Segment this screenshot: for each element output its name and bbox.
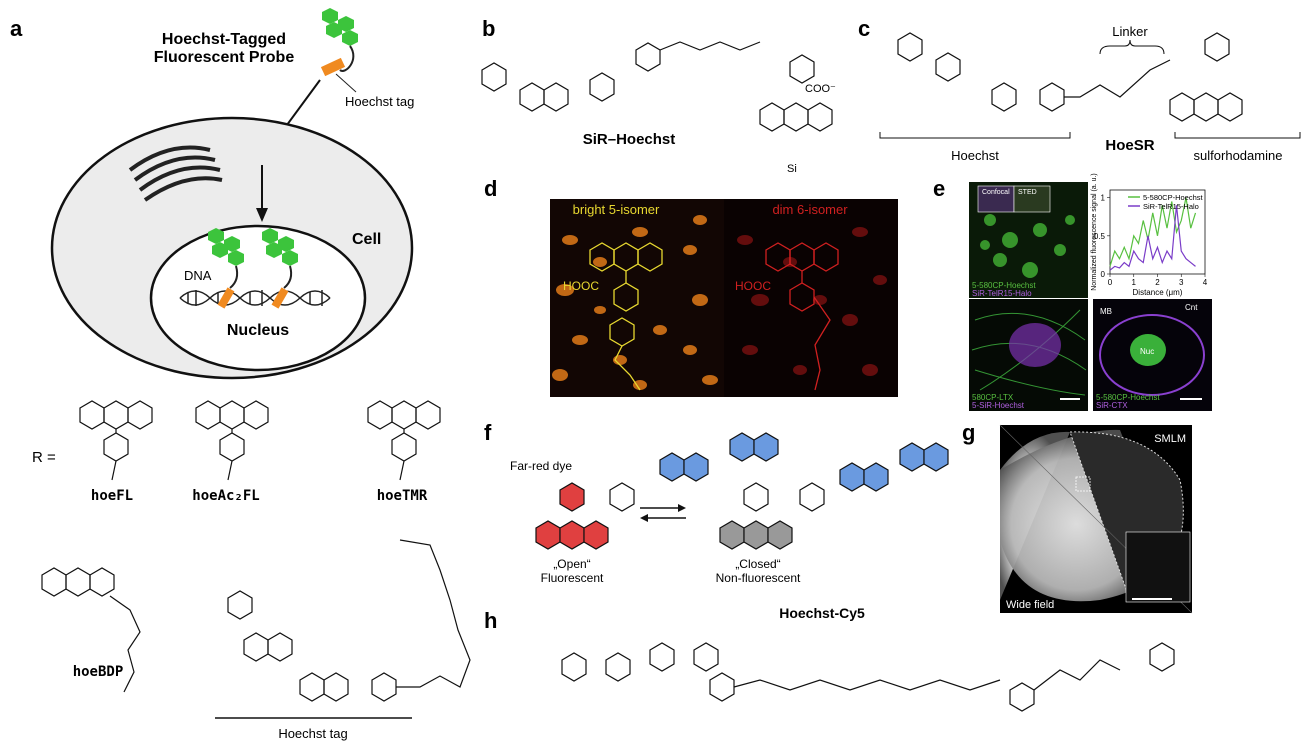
dim-cooh: HOOC bbox=[735, 279, 771, 293]
panel-e-letter: e bbox=[933, 176, 945, 201]
mb-label: MB bbox=[1100, 307, 1112, 316]
coo-label: COO⁻ bbox=[805, 83, 836, 95]
linker-label: Linker bbox=[1112, 24, 1148, 39]
panel-a-letter: a bbox=[10, 16, 23, 41]
x-tick-label: 4 bbox=[1203, 278, 1208, 287]
hoechst-tag-label: Hoechst tag bbox=[345, 94, 414, 109]
e1-cap-a: 5-580CP-Hoechst bbox=[972, 281, 1036, 290]
legend-label-1: 5-580CP-Hoechst bbox=[1143, 193, 1204, 202]
y-tick-label: 0.5 bbox=[1094, 232, 1106, 241]
e3-cap-b: 5-SiR-Hoechst bbox=[972, 401, 1025, 410]
hoesr-structure bbox=[897, 32, 1243, 122]
si-label: Si bbox=[787, 163, 797, 175]
sir-hoechst-name: SiR–Hoechst bbox=[583, 131, 676, 148]
y-tick-label: 1 bbox=[1101, 194, 1106, 203]
e4-nucleus bbox=[1130, 334, 1166, 366]
dim-nuclei bbox=[737, 227, 887, 376]
hoechst-tag-block bbox=[320, 57, 346, 77]
dye-hoetmr: hoeTMR bbox=[377, 488, 428, 504]
hoechst-label-c: Hoechst bbox=[951, 148, 999, 163]
e3-nucleus bbox=[1009, 323, 1061, 367]
cnt-label: Cnt bbox=[1185, 303, 1198, 312]
nonfluorescent-label: Non-fluorescent bbox=[716, 571, 801, 585]
hoefl-structure bbox=[79, 400, 153, 481]
hoechst-cy5-structure bbox=[561, 642, 1175, 712]
x-axis-label: Distance (μm) bbox=[1133, 288, 1183, 297]
series-line-2 bbox=[1109, 205, 1196, 271]
dna-helix bbox=[179, 290, 331, 306]
hoechst-cy5-name: Hoechst-Cy5 bbox=[779, 605, 865, 621]
confocal-label: Confocal bbox=[982, 189, 1010, 196]
fluorescent-label: Fluorescent bbox=[541, 571, 604, 585]
e4-cap-a: 5-580CP-Hoechst bbox=[1096, 393, 1160, 402]
e1-cap-b: SiR-TelR15-Halo bbox=[972, 289, 1032, 298]
x-tick-label: 1 bbox=[1132, 278, 1137, 287]
open-label: „Open“ bbox=[553, 557, 590, 571]
far-red-label: Far-red dye bbox=[510, 459, 572, 473]
panel-h-letter: h bbox=[484, 608, 497, 633]
panel-c-letter: c bbox=[858, 16, 870, 41]
dim-isomer-label: dim 6-isomer bbox=[772, 202, 848, 217]
widefield-label: Wide field bbox=[1006, 599, 1054, 611]
probe-hexagons-nucleus bbox=[208, 228, 298, 266]
open-structure bbox=[535, 432, 779, 550]
y-tick-label: 0 bbox=[1101, 270, 1106, 279]
e4-cortex bbox=[1099, 314, 1205, 396]
legend-label-2: SiR-TelR15-Halo bbox=[1143, 202, 1199, 211]
e-line-chart: 0 1 2 3 4 0 0.5 1 5-580CP-HoechstSiR-TelR15-Halo… bbox=[1091, 173, 1208, 297]
confocal-inset bbox=[977, 185, 1015, 213]
closed-structure bbox=[719, 442, 949, 550]
panel-f-letter: f bbox=[484, 420, 492, 445]
hoesr-name: HoeSR bbox=[1105, 137, 1154, 154]
x-tick-label: 3 bbox=[1179, 278, 1184, 287]
probe-linker bbox=[339, 45, 355, 72]
sted-inset bbox=[1013, 185, 1051, 213]
x-tick-label: 0 bbox=[1108, 278, 1113, 287]
e4-cap-b: SiR-CTX bbox=[1096, 401, 1128, 410]
panel-b-letter: b bbox=[482, 16, 495, 41]
hoetmr-structure bbox=[367, 400, 441, 481]
hoechst-tag-caption: Hoechst tag bbox=[278, 726, 347, 741]
dna-label: DNA bbox=[184, 268, 212, 283]
probe-hexagons-top bbox=[322, 8, 358, 46]
dye-hoefl: hoeFL bbox=[91, 488, 133, 504]
x-tick-label: 2 bbox=[1155, 278, 1160, 287]
probe-title-1: Hoechst-Tagged bbox=[162, 31, 286, 48]
sted-label: STED bbox=[1018, 189, 1037, 196]
sir-hoechst-structure bbox=[481, 41, 833, 132]
dye-hoebdp: hoeBDP bbox=[73, 664, 124, 680]
dim-isomer-structure bbox=[765, 242, 839, 391]
dye-hoeac2fl: hoeAc₂FL bbox=[192, 488, 259, 504]
panel-g-letter: g bbox=[962, 420, 975, 445]
panel-d-letter: d bbox=[484, 176, 497, 201]
y-axis-label: Normalized fluorescence signal (a. u.) bbox=[1091, 173, 1098, 291]
series-line-1 bbox=[1109, 197, 1197, 267]
nuc-label: Nuc bbox=[1140, 347, 1154, 356]
bright-cooh: HOOC bbox=[563, 279, 599, 293]
smlm-inset bbox=[1125, 531, 1191, 603]
bright-nuclei bbox=[552, 215, 718, 390]
smlm-label: SMLM bbox=[1154, 433, 1186, 445]
sulforhodamine-label: sulforhodamine bbox=[1194, 148, 1283, 163]
bright-isomer-label: bright 5-isomer bbox=[573, 202, 660, 217]
nucleus-outline bbox=[149, 224, 367, 372]
closed-label: „Closed“ bbox=[735, 557, 780, 571]
tag-bound-1 bbox=[217, 287, 235, 309]
r-equals: R = bbox=[32, 449, 56, 466]
hoechst-tag-structure bbox=[227, 539, 471, 702]
hoebdp-structure bbox=[41, 567, 141, 693]
arrow-head-2 bbox=[256, 208, 268, 222]
bright-isomer-structure bbox=[589, 242, 663, 391]
golgi-icon bbox=[128, 145, 223, 202]
probe-title-2: Fluorescent Probe bbox=[154, 49, 295, 66]
cell-label: Cell bbox=[352, 231, 381, 248]
tag-bound-2 bbox=[271, 287, 289, 309]
e3-cap-a: 580CP-LTX bbox=[972, 393, 1014, 402]
hoeac2fl-structure bbox=[195, 400, 269, 481]
e1-texture bbox=[980, 214, 1075, 278]
nucleus-label: Nucleus bbox=[227, 322, 289, 339]
